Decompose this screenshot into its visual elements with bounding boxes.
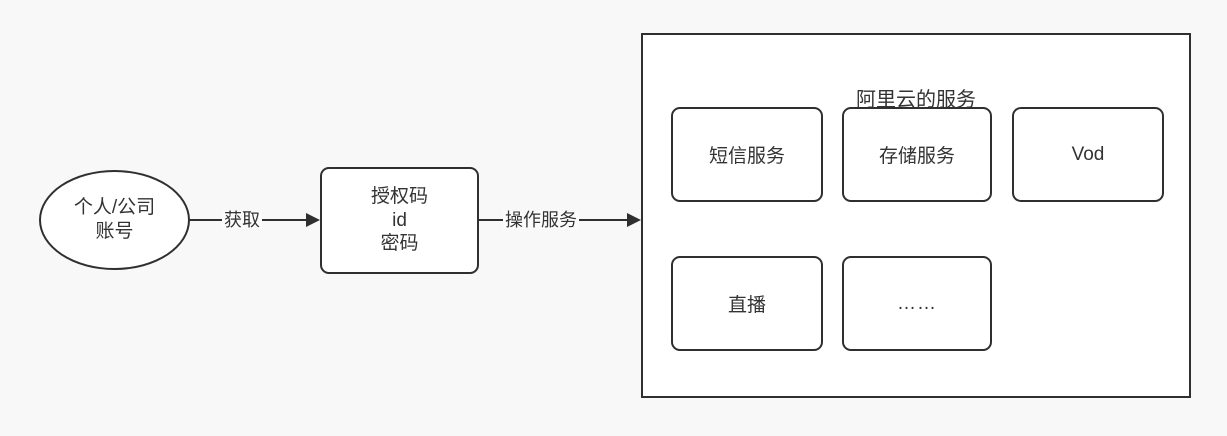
edge-acquire-label: 获取 — [222, 210, 262, 230]
service-box-live[interactable]: 直播 — [671, 256, 823, 351]
credentials-node[interactable]: 授权码 id 密码 — [320, 167, 479, 274]
edge-operate-service-label: 操作服务 — [503, 210, 579, 230]
service-label: Vod — [1071, 143, 1105, 165]
service-label: 短信服务 — [708, 146, 785, 167]
service-box-vod[interactable]: Vod — [1012, 107, 1164, 202]
edge-operate-service[interactable]: 操作服务 — [479, 209, 643, 231]
service-box-sms[interactable]: 短信服务 — [671, 107, 823, 202]
service-label: 存储服务 — [878, 146, 955, 167]
arrow-head-icon — [306, 212, 320, 227]
credentials-label-line2: id — [392, 209, 407, 231]
service-label: …… — [897, 292, 937, 314]
actor-node-account[interactable]: 个人/公司 账号 — [39, 170, 190, 270]
service-box-storage[interactable]: 存储服务 — [842, 107, 992, 202]
service-label: 直播 — [727, 295, 766, 316]
actor-label-line1: 个人/公司 — [73, 196, 156, 218]
cloud-services-container: 阿里云的服务 短信服务 存储服务 Vod 直播 …… — [641, 33, 1191, 398]
actor-label-line2: 账号 — [95, 221, 134, 242]
credentials-label-line3: 密码 — [380, 233, 419, 255]
cloud-services-title: 阿里云的服务 — [856, 89, 976, 111]
arrow-head-icon — [627, 212, 641, 227]
service-box-more[interactable]: …… — [842, 256, 992, 351]
edge-acquire[interactable]: 获取 — [188, 209, 322, 231]
credentials-label-line1: 授权码 — [370, 186, 428, 208]
